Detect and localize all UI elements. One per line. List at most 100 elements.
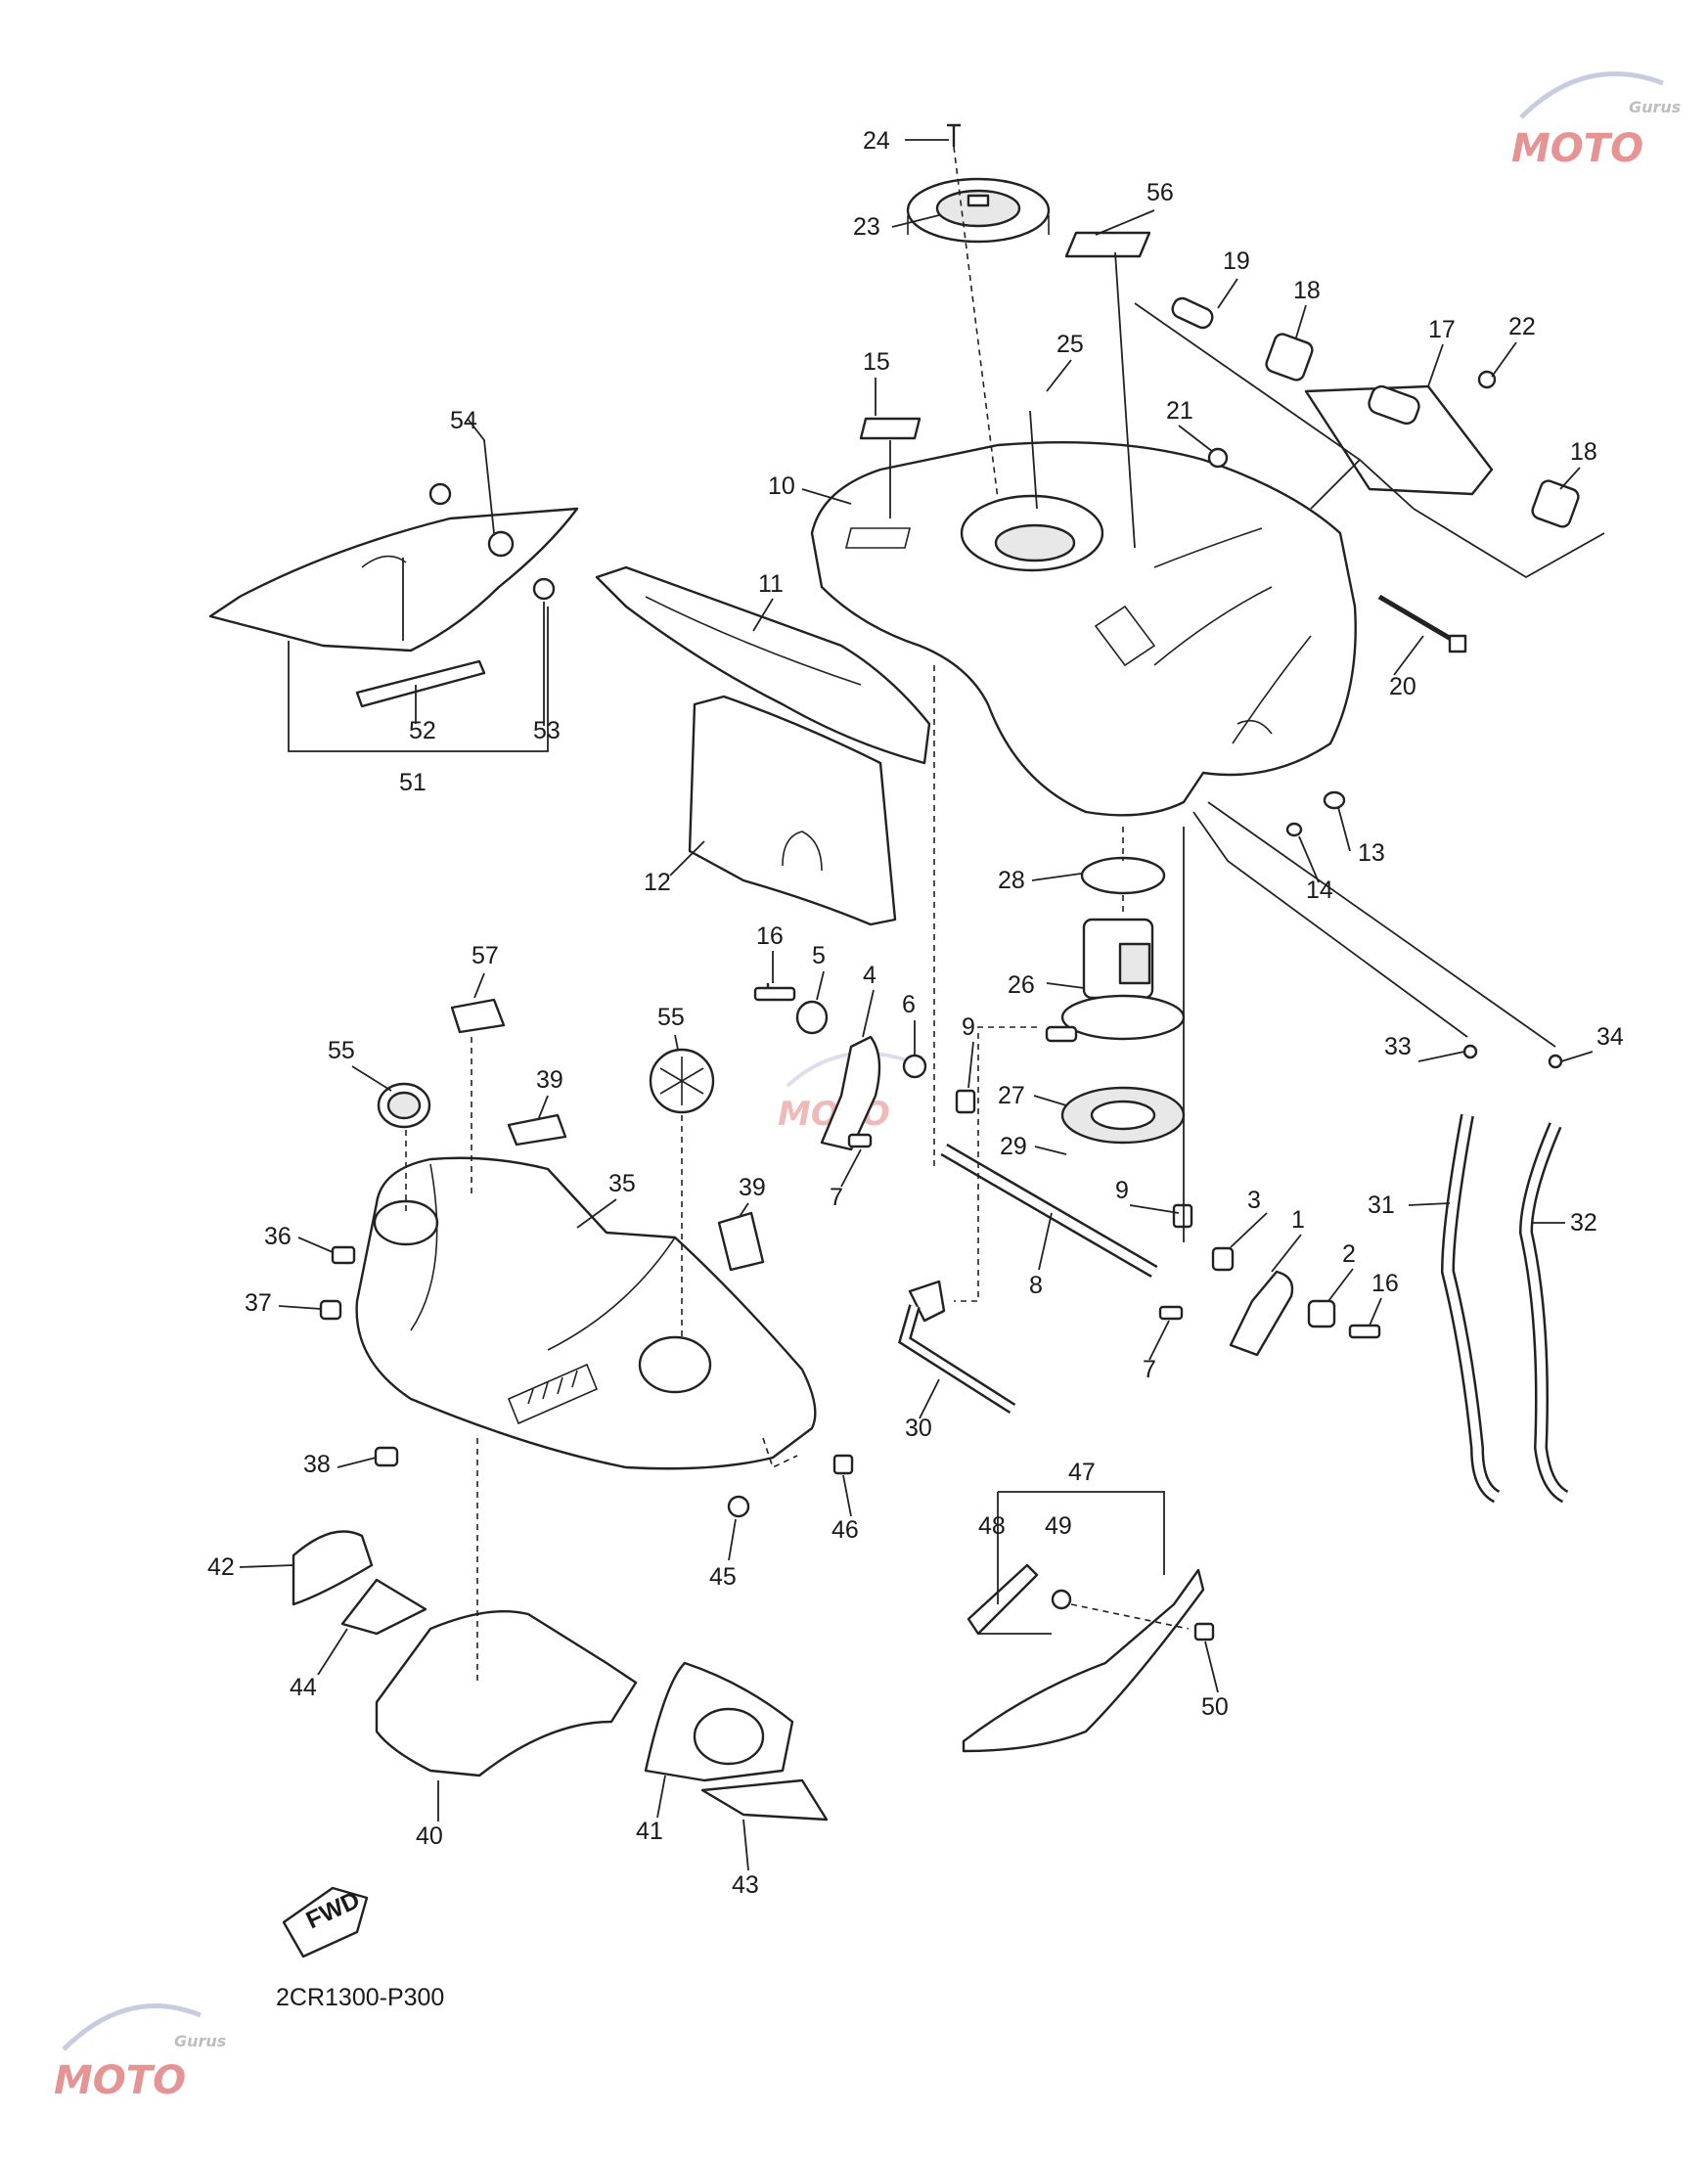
callout-39a: 39 (536, 1066, 563, 1094)
callout-15: 15 (863, 348, 890, 376)
callout-17: 17 (1428, 316, 1456, 343)
tank-bracket-assembly (1171, 296, 1580, 528)
callout-18a: 18 (1293, 277, 1321, 304)
callout-16a: 16 (756, 922, 784, 950)
callout-28: 28 (998, 867, 1025, 894)
callout-37: 37 (245, 1289, 272, 1317)
nut-22 (1477, 370, 1497, 389)
callout-1: 1 (1291, 1206, 1305, 1234)
callout-50: 50 (1201, 1693, 1229, 1721)
collar-3 (1211, 1246, 1235, 1272)
watermark-logo-top-right: MOTO Gurus (1511, 71, 1681, 171)
label-57 (450, 998, 506, 1034)
fuel-tank (810, 440, 1357, 817)
screw-7a (847, 1133, 873, 1148)
watermark-logo-bottom-left: MOTO Gurus (54, 2003, 226, 2103)
emblem-55b (649, 1048, 715, 1114)
label-39a (507, 1113, 567, 1147)
watermark-sub-text: Gurus (1629, 98, 1681, 116)
callout-16b: 16 (1371, 1270, 1399, 1297)
bracket-17 (1304, 384, 1494, 496)
screw-7b (1158, 1305, 1184, 1321)
callout-9b: 9 (1115, 1177, 1129, 1204)
callout-43: 43 (732, 1871, 759, 1899)
cover-42 (292, 1530, 374, 1606)
label-39b (717, 1211, 765, 1272)
label-sticker-56 (1064, 231, 1151, 258)
nut-21 (1207, 447, 1229, 469)
callout-9a: 9 (962, 1013, 975, 1041)
screw-50 (1193, 1622, 1215, 1642)
fuel-cap-assembly (906, 123, 1051, 244)
callout-25: 25 (1056, 331, 1084, 358)
nut-45 (727, 1495, 750, 1518)
collar-19 (1171, 296, 1214, 330)
inner-panel-12 (688, 695, 897, 926)
callout-leaders (239, 139, 1594, 1871)
cover-43 (700, 1778, 829, 1822)
callout-labels: 1 2 3 4 5 6 7 7 8 9 9 10 11 12 13 14 15 … (207, 127, 1624, 1899)
callout-2: 2 (1342, 1240, 1356, 1268)
fuel-pump-gasket (1080, 856, 1166, 895)
callout-7b: 7 (1143, 1356, 1156, 1383)
seal-52 (355, 659, 486, 708)
callout-5: 5 (812, 942, 826, 969)
callout-34: 34 (1596, 1023, 1624, 1051)
callout-13: 13 (1358, 839, 1385, 867)
stay-1 (1229, 1270, 1294, 1357)
callout-31: 31 (1368, 1192, 1395, 1219)
collar-2 (1307, 1299, 1336, 1328)
cover-44 (340, 1578, 427, 1636)
callout-57: 57 (472, 942, 499, 969)
fuel-pump (1045, 918, 1186, 1043)
callout-55b: 55 (657, 1004, 685, 1031)
callout-24: 24 (863, 127, 890, 155)
callout-22: 22 (1508, 313, 1536, 340)
callout-18b: 18 (1570, 438, 1597, 466)
forward-direction-arrow: FWD (282, 1886, 369, 1958)
callout-33: 33 (1384, 1033, 1412, 1060)
hose-30 (898, 1280, 1016, 1415)
link-rod-assembly (753, 983, 1381, 1357)
callout-52: 52 (409, 717, 436, 744)
watermark-brand-text: MOTO (54, 2058, 186, 2103)
bolt-16b (1348, 1324, 1381, 1339)
callout-3: 3 (1247, 1187, 1261, 1214)
inner-panel-11 (595, 565, 931, 765)
seal-48 (966, 1563, 1039, 1636)
tank-cover-35 (355, 1156, 817, 1470)
callout-10: 10 (768, 472, 795, 500)
screw-9b (1172, 1203, 1193, 1229)
callout-38: 38 (303, 1451, 331, 1478)
damper-18b (1531, 479, 1580, 528)
callout-41: 41 (636, 1818, 663, 1845)
fuel-cap-keyhole (966, 194, 990, 207)
callout-11: 11 (758, 570, 784, 598)
breather-hoses (1440, 1044, 1569, 1504)
clip-34 (1548, 1054, 1563, 1069)
collar-5 (795, 1000, 829, 1035)
callout-30: 30 (905, 1415, 932, 1442)
callout-39b: 39 (739, 1174, 766, 1201)
callout-14: 14 (1306, 877, 1333, 904)
callout-36: 36 (264, 1223, 292, 1250)
callout-21: 21 (1166, 397, 1193, 425)
callout-12: 12 (644, 869, 671, 896)
callout-4: 4 (863, 962, 876, 989)
callout-8: 8 (1029, 1272, 1043, 1299)
callout-54: 54 (450, 407, 477, 434)
callout-46: 46 (832, 1516, 859, 1544)
screw-46 (832, 1454, 854, 1475)
washer-6 (902, 1054, 927, 1079)
diagram-reference-code: 2CR1300-P300 (276, 1984, 444, 2011)
callout-48: 48 (978, 1512, 1006, 1540)
fuel-cap-lock (935, 189, 1021, 228)
callout-20: 20 (1389, 673, 1416, 700)
callout-44: 44 (290, 1674, 317, 1701)
callout-40: 40 (416, 1822, 443, 1850)
screw-36 (331, 1245, 356, 1265)
callout-56: 56 (1146, 179, 1174, 206)
callout-53: 53 (533, 717, 561, 744)
callout-47: 47 (1068, 1459, 1096, 1486)
callout-19: 19 (1223, 247, 1250, 275)
